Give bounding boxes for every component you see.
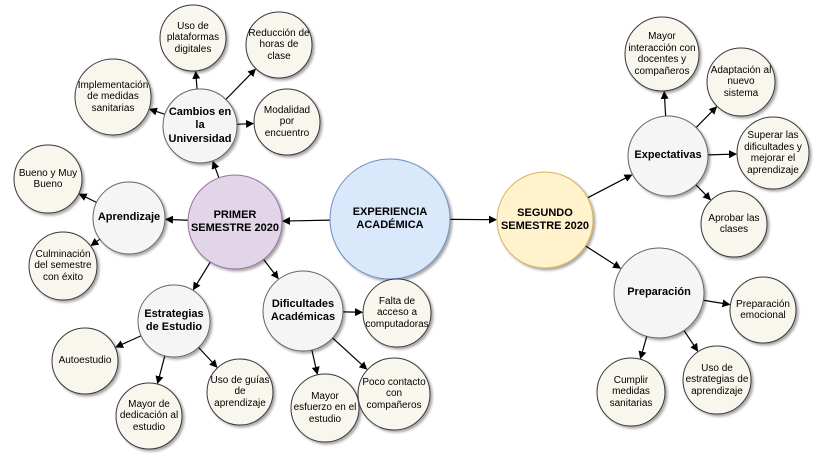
node-circle-estrategias — [137, 284, 211, 358]
node-circle-esfuerzo — [290, 373, 360, 443]
node-circle-guias — [206, 358, 274, 426]
node-circle-emocional — [729, 276, 797, 344]
arrow-segundo-to-expectativas — [587, 174, 633, 199]
arrow-expectativas-to-adaptacion — [695, 106, 718, 128]
node-circle-interaccion — [624, 16, 700, 92]
arrow-preparacion-to-estrategias_apr — [683, 330, 699, 352]
node-circle-reduccion — [245, 11, 313, 79]
arrow-expectativas-to-aprobar — [695, 184, 712, 201]
arrow-cambios-to-medidas — [149, 107, 166, 116]
arrow-cambios-to-reduccion — [225, 68, 256, 100]
arrow-primer-to-aprendizaje — [164, 215, 189, 224]
arrow-cambios-to-modalidad — [236, 119, 255, 128]
node-circle-preparacion — [613, 247, 705, 339]
node-circle-expectativas — [627, 115, 709, 197]
node-circle-contacto — [357, 357, 431, 431]
arrow-aprendizaje-to-culminacion — [90, 238, 101, 247]
node-circle-computadoras — [362, 278, 432, 348]
node-circle-medidas — [74, 58, 152, 136]
node-circle-primer — [187, 174, 283, 270]
node-circle-estrategias_apr — [682, 345, 752, 415]
arrow-expectativas-to-interaccion — [660, 90, 669, 117]
node-circle-segundo — [496, 171, 594, 269]
node-circle-aprobar — [700, 190, 768, 258]
node-circle-modalidad — [253, 88, 321, 156]
arrow-estrategias-to-autoestudio — [115, 335, 142, 348]
node-circle-cambios — [162, 88, 238, 164]
arrow-preparacion-to-emocional — [703, 299, 731, 308]
arrow-expectativas-to-dificultades_sup — [707, 150, 738, 159]
arrow-cambios-to-plataformas — [192, 70, 201, 90]
connector-lines — [78, 68, 738, 385]
arrow-preparacion-to-cumplir — [638, 336, 648, 360]
arrow-dificultades-to-esfuerzo — [311, 349, 320, 375]
node-circle-center — [329, 158, 451, 280]
node-circle-adaptacion — [706, 47, 776, 117]
arrow-aprendizaje-to-bueno — [78, 193, 97, 203]
node-circle-dificultades — [262, 270, 344, 352]
arrow-estrategias-to-dedicacion — [155, 355, 166, 385]
node-circle-plataformas — [159, 4, 227, 72]
arrow-dificultades-to-contacto — [332, 337, 368, 370]
node-circle-dedicacion — [115, 382, 183, 450]
node-circles — [13, 4, 810, 450]
arrow-estrategias-to-guias — [198, 346, 218, 368]
node-circle-aprendizaje — [92, 181, 166, 255]
node-circle-cumplir — [596, 357, 666, 427]
node-circle-autoestudio — [51, 327, 119, 395]
arrow-primer-to-estrategias — [192, 261, 211, 291]
node-circle-bueno — [13, 144, 83, 214]
arrow-primer-to-cambios — [211, 160, 220, 179]
arrow-primer-to-dificultades — [263, 258, 279, 280]
node-circle-dificultades_sup — [736, 116, 810, 190]
arrow-segundo-to-preparacion — [585, 245, 622, 269]
arrow-center-to-primer — [281, 216, 331, 225]
node-circle-culminacion — [28, 231, 98, 301]
